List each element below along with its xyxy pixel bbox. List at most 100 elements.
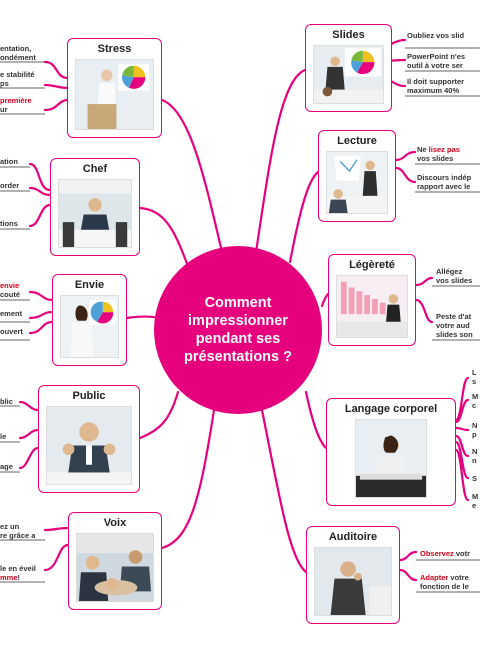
- leaf-text: couté: [0, 290, 21, 299]
- leaf-text: Oubliez vos slid: [407, 31, 465, 40]
- leaf-text: maximum 40%: [407, 86, 460, 95]
- leaf-slides-2: PowerPoint n'es outil à votre ser: [407, 52, 465, 70]
- leaf-text: M: [472, 492, 479, 501]
- leaf-public-1: blic: [0, 397, 13, 406]
- leaf-text: Discours indép: [417, 173, 472, 182]
- branch-title: Stress: [97, 43, 132, 55]
- photo-woman-presenting: [60, 295, 119, 358]
- central-topic-title: Comment impressionner pendant ses présen…: [184, 295, 292, 365]
- leaf-text: e: [472, 501, 477, 510]
- leaf-text: Peste d'at: [436, 312, 472, 321]
- branch-title: Légèreté: [349, 259, 395, 271]
- link-lecture: [288, 170, 320, 264]
- leaf-legerete-2: Peste d'at votre aud slides son: [436, 312, 473, 339]
- leaf-text: M: [472, 392, 479, 401]
- leaf-text: blic: [0, 397, 13, 406]
- photo-speaker-presenting: [75, 59, 154, 130]
- photo-woman-speaking: [355, 419, 427, 498]
- leaf-stress-1: entation, ondément: [0, 44, 36, 62]
- branch-public[interactable]: Public: [38, 385, 140, 493]
- photo-man-conference: [58, 179, 132, 248]
- leaf-text: N: [472, 421, 478, 430]
- link-auditoire: [260, 408, 308, 574]
- photo-audience-sleeping: [76, 533, 154, 602]
- leaf-text: outil à votre ser: [407, 61, 463, 70]
- branch-chef[interactable]: Chef: [50, 158, 140, 256]
- leaf-auditoire-2: Adapter votre fonction de le: [420, 573, 469, 591]
- leaf-text: ation: [0, 157, 18, 166]
- branch-title: Langage corporel: [344, 403, 438, 415]
- leaf-text: ement: [0, 309, 23, 318]
- leaf-text: n: [472, 456, 477, 465]
- leaf-highlight: Observez: [420, 549, 454, 558]
- branch-envie[interactable]: Envie: [52, 274, 127, 366]
- leaf-text: ouvert: [0, 327, 23, 336]
- leaf-link-stress: [43, 60, 70, 112]
- leaf-public-3: age: [0, 462, 13, 471]
- leaf-text: S: [472, 474, 478, 483]
- leaf-text: entation,: [0, 44, 32, 53]
- leaf-text: s: [472, 377, 477, 386]
- leaf-highlight: première: [0, 96, 32, 105]
- leaf-envie-2: ement: [0, 309, 22, 318]
- leaf-text: Il doit supporter: [407, 77, 465, 86]
- branch-lecture[interactable]: Lecture: [318, 130, 396, 222]
- leaf-stress-2: e stabilité ps: [0, 70, 35, 88]
- leaf-highlight: lisez pas: [428, 145, 460, 154]
- leaf-lecture-1: Ne lisez pas vos slides: [417, 145, 460, 163]
- leaf-chef-3: tions: [0, 219, 18, 228]
- leaf-voix-2: le en éveil mme!: [0, 564, 36, 582]
- photo-man-thumbs-up: [46, 406, 132, 485]
- leaf-text: !: [17, 573, 21, 582]
- leaf-highlight: envie: [0, 281, 20, 290]
- leaf-slides-3: Il doit supporter maximum 40%: [407, 77, 464, 95]
- leaf-lecture-2: Discours indép rapport avec le: [417, 173, 471, 191]
- leaf-text: Allégez: [436, 267, 463, 276]
- leaf-text: ez un: [0, 522, 20, 531]
- leaf-langage-1: L s: [472, 368, 477, 386]
- leaf-text: e stabilité: [0, 70, 35, 79]
- leaf-text: votre aud: [436, 321, 470, 330]
- central-topic[interactable]: Comment impressionner pendant ses présen…: [154, 246, 322, 414]
- leaf-text: L: [472, 368, 477, 377]
- leaf-text: ps: [0, 79, 9, 88]
- leaf-legerete-1: Allégez vos slides: [436, 267, 472, 285]
- leaf-chef-2: order: [0, 181, 19, 190]
- photo-speaker-slide: [313, 45, 384, 104]
- leaf-text: N: [472, 447, 478, 456]
- leaf-stress-3: première ur: [0, 96, 32, 114]
- leaf-langage-6: M e: [472, 492, 478, 510]
- link-voix: [160, 408, 216, 550]
- branch-langage-corporel[interactable]: Langage corporel: [326, 398, 456, 506]
- photo-presenter-bar-chart: [336, 275, 408, 338]
- leaf-text: fonction de le: [420, 582, 469, 591]
- leaf-text: votr: [453, 549, 471, 558]
- branch-auditoire[interactable]: Auditoire: [306, 526, 400, 624]
- link-slides: [254, 68, 307, 254]
- leaf-text: PowerPoint n'es: [407, 52, 466, 61]
- leaf-text: age: [0, 462, 13, 471]
- leaf-text: ondément: [0, 53, 36, 62]
- branch-voix[interactable]: Voix: [68, 512, 162, 610]
- leaf-text: order: [0, 181, 20, 190]
- link-chef: [138, 206, 192, 274]
- leaf-text: Ne: [417, 145, 429, 154]
- leaf-link-envie: [28, 290, 54, 335]
- branch-stress[interactable]: Stress: [67, 38, 162, 138]
- leaf-link-auditoire: [398, 550, 418, 582]
- branch-title: Chef: [82, 163, 108, 175]
- branch-title: Public: [72, 390, 106, 402]
- leaf-langage-2: M c: [472, 392, 478, 410]
- leaf-langage-4: N n: [472, 447, 477, 465]
- leaf-link-voix: [43, 526, 70, 572]
- link-langage: [304, 390, 328, 450]
- leaf-text: rapport avec le: [417, 182, 471, 191]
- leaf-langage-5: S: [472, 474, 477, 483]
- branch-legerete[interactable]: Légèreté: [328, 254, 416, 346]
- leaf-link-chef: [28, 162, 52, 228]
- leaf-public-2: le: [0, 432, 6, 441]
- branch-slides[interactable]: Slides: [305, 24, 392, 112]
- leaf-chef-1: ation: [0, 157, 18, 166]
- leaf-link-langage: [454, 376, 470, 502]
